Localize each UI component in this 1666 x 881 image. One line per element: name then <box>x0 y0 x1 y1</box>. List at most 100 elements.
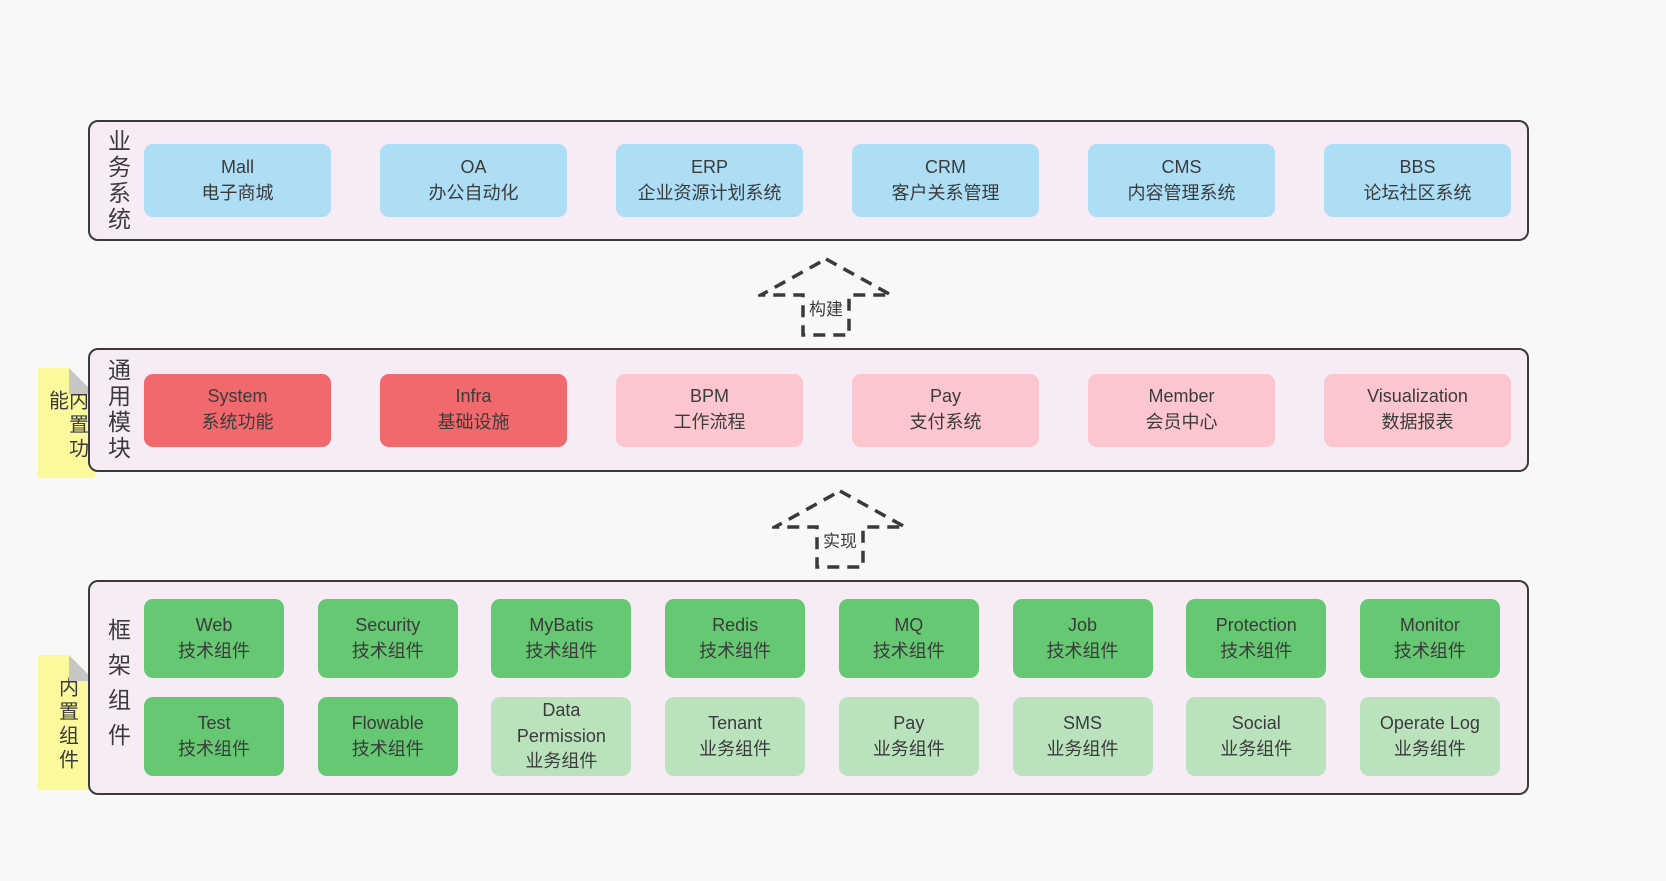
box-title: Job <box>1068 614 1098 635</box>
box-sms: SMS 业务组件 <box>1012 697 1153 776</box>
box-subtitle: 技术组件 <box>872 640 945 661</box>
box-title: Monitor <box>1399 614 1460 635</box>
box-job: Job 技术组件 <box>1012 599 1153 678</box>
box-subtitle: 系统功能 <box>201 412 274 432</box>
sticky-note-builtin-components: 内置组件 <box>38 655 95 790</box>
box-bpm: BPM 工作流程 <box>616 373 803 447</box>
box-title: Protection <box>1215 614 1297 635</box>
section-label-business: 业务系统 <box>104 128 131 233</box>
box-test: Test 技术组件 <box>144 697 284 776</box>
component-grid: Web 技术组件 Security 技术组件 MyBatis 技术组件 Redi… <box>144 582 1527 793</box>
box-title: Operate Log <box>1379 712 1480 733</box>
box-subtitle: 业务组件 <box>1046 738 1119 759</box>
box-subtitle: 业务组件 <box>1393 738 1466 759</box>
box-title: Tenant <box>708 712 763 733</box>
box-title: BPM <box>689 386 729 407</box>
box-flowable: Flowable 技术组件 <box>317 697 458 776</box>
box-subtitle: 内容管理系统 <box>1127 182 1236 203</box>
box-subtitle: 技术组件 <box>178 640 250 661</box>
box-subtitle: 企业资源计划系统 <box>637 182 782 203</box>
box-title: BBS <box>1399 156 1436 177</box>
box-monitor: Monitor 技术组件 <box>1359 599 1500 678</box>
box-title: Flowable <box>351 712 424 733</box>
box-subtitle: 工作流程 <box>673 412 746 432</box>
box-title: Security <box>355 614 421 635</box>
box-subtitle: 业务组件 <box>525 751 598 772</box>
box-redis: Redis 技术组件 <box>665 599 806 678</box>
sticky-note-builtin-features: 内置功能 <box>38 368 95 478</box>
box-subtitle: 技术组件 <box>351 738 424 759</box>
box-pay-component: Pay 业务组件 <box>838 697 979 776</box>
box-title: Data Permission <box>516 700 606 746</box>
arrow-implement: 实现 <box>772 488 908 570</box>
box-title: Infra <box>455 386 492 407</box>
box-infra: Infra 基础设施 <box>380 373 567 447</box>
box-title: Pay <box>893 712 925 733</box>
arrow-label: 实现 <box>819 524 861 555</box>
box-pay-module: Pay 支付系统 <box>852 373 1039 447</box>
box-title: MQ <box>894 614 924 635</box>
box-title: Social <box>1231 712 1281 733</box>
box-web: Web 技术组件 <box>144 599 284 678</box>
box-social: Social 业务组件 <box>1186 697 1327 776</box>
box-subtitle: 论坛社区系统 <box>1363 182 1472 203</box>
box-title: Member <box>1148 386 1215 407</box>
box-title: Test <box>197 712 231 733</box>
box-title: CRM <box>925 156 966 177</box>
box-row-modules: System 系统功能 Infra 基础设施 BPM 工作流程 Pay 支付系统… <box>144 350 1527 470</box>
arrow-label: 构建 <box>805 292 847 323</box>
section-common-modules: 通用模块 System 系统功能 Infra 基础设施 BPM 工作流程 Pay… <box>88 348 1529 472</box>
box-erp: ERP 企业资源计划系统 <box>616 144 803 217</box>
box-protection: Protection 技术组件 <box>1186 599 1327 678</box>
box-subtitle: 业务组件 <box>1220 738 1293 759</box>
section-business-systems: 业务系统 Mall 电子商城 OA 办公自动化 ERP 企业资源计划系统 CRM… <box>88 120 1529 241</box>
box-subtitle: 技术组件 <box>178 738 250 759</box>
box-title: System <box>207 386 268 407</box>
box-subtitle: 技术组件 <box>351 640 424 661</box>
box-title: Visualization <box>1367 386 1468 407</box>
box-mq: MQ 技术组件 <box>838 599 979 678</box>
box-title: Redis <box>712 614 759 635</box>
box-mall: Mall 电子商城 <box>144 144 331 217</box>
box-mybatis: MyBatis 技术组件 <box>491 599 632 678</box>
box-title: OA <box>460 156 487 177</box>
box-title: Mall <box>220 156 254 177</box>
box-oa: OA 办公自动化 <box>380 144 567 217</box>
arrow-build: 构建 <box>758 256 894 338</box>
box-subtitle: 技术组件 <box>699 640 772 661</box>
box-subtitle: 业务组件 <box>699 738 772 759</box>
box-row-business: Mall 电子商城 OA 办公自动化 ERP 企业资源计划系统 CRM 客户关系… <box>144 122 1527 239</box>
box-title: ERP <box>690 156 728 177</box>
box-subtitle: 业务组件 <box>872 738 945 759</box>
box-tenant: Tenant 业务组件 <box>665 697 806 776</box>
box-title: SMS <box>1063 712 1103 733</box>
box-subtitle: 技术组件 <box>1046 640 1119 661</box>
dashed-up-arrow-icon <box>758 256 894 337</box>
section-framework-components: 框架组件 Web 技术组件 Security 技术组件 MyBatis 技术组件… <box>88 580 1529 795</box>
box-subtitle: 数据报表 <box>1381 412 1454 432</box>
box-bbs: BBS 论坛社区系统 <box>1324 144 1511 217</box>
sticky-note-label: 内置功能 <box>45 390 88 462</box>
box-operate-log: Operate Log 业务组件 <box>1359 697 1500 776</box>
component-row-tech: Web 技术组件 Security 技术组件 MyBatis 技术组件 Redi… <box>144 599 1500 678</box>
box-subtitle: 电子商城 <box>201 182 274 203</box>
sticky-note-label: 内置组件 <box>55 677 78 773</box>
component-row-biz: Test 技术组件 Flowable 技术组件 Data Permission … <box>144 697 1500 776</box>
box-title: Web <box>195 614 233 635</box>
box-subtitle: 办公自动化 <box>428 182 519 203</box>
box-subtitle: 支付系统 <box>909 412 982 432</box>
box-cms: CMS 内容管理系统 <box>1088 144 1275 217</box>
box-subtitle: 技术组件 <box>1220 640 1293 661</box>
box-security: Security 技术组件 <box>317 599 458 678</box>
box-member: Member 会员中心 <box>1088 373 1275 447</box>
dashed-up-arrow-icon <box>772 488 908 569</box>
box-title: MyBatis <box>529 614 594 635</box>
box-data-permission: Data Permission 业务组件 <box>491 697 632 776</box>
box-subtitle: 技术组件 <box>525 640 598 661</box>
box-subtitle: 技术组件 <box>1393 640 1466 661</box>
box-crm: CRM 客户关系管理 <box>852 144 1039 217</box>
box-visualization: Visualization 数据报表 <box>1324 373 1511 447</box>
box-title: CMS <box>1161 156 1202 177</box>
section-label-modules: 通用模块 <box>104 358 131 462</box>
box-title: Pay <box>929 386 962 407</box>
